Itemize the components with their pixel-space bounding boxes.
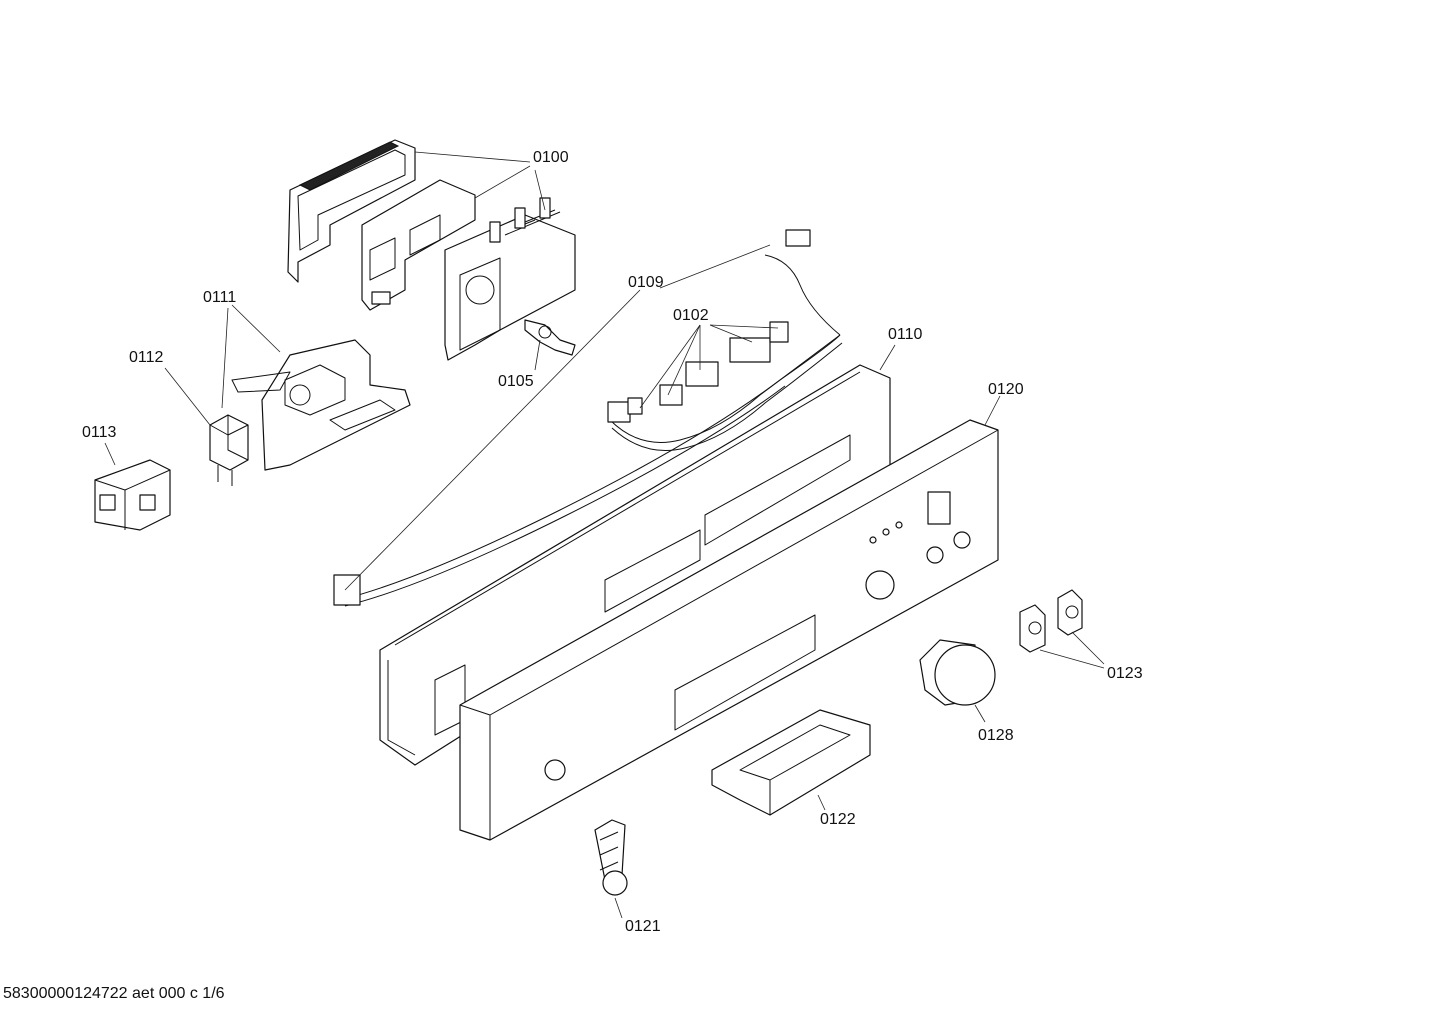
part-0122-tray — [711, 709, 871, 816]
part-0128-knob — [919, 639, 996, 706]
label-0128: 0128 — [978, 727, 1014, 744]
part-0105-plug — [524, 319, 576, 356]
label-0109: 0109 — [628, 274, 664, 291]
label-0105: 0105 — [498, 373, 534, 390]
footer-code: 58300000124722 aet 000 c 1/6 — [3, 985, 225, 1002]
part-0123-clips — [1019, 589, 1083, 653]
part-0109-wire — [333, 229, 841, 607]
label-0110: 0110 — [888, 326, 923, 343]
part-0100-control-module — [287, 139, 576, 361]
part-0121-lever — [594, 819, 628, 896]
part-0113-switch — [94, 459, 171, 531]
leader-lines — [104, 151, 1105, 919]
label-0121: 0121 — [625, 918, 661, 935]
part-0120-front-panel — [459, 419, 999, 841]
part-0111-switch — [231, 339, 411, 471]
label-0111: 0111 — [203, 289, 236, 306]
part-0110-frame — [379, 364, 891, 766]
label-0102: 0102 — [673, 307, 709, 324]
part-0112-relay — [209, 414, 249, 486]
label-0113: 0113 — [82, 424, 117, 441]
label-0122: 0122 — [820, 811, 856, 828]
label-0112: 0112 — [129, 349, 164, 366]
label-0123: 0123 — [1107, 665, 1143, 682]
label-0100: 0100 — [533, 149, 569, 166]
label-0120: 0120 — [988, 381, 1024, 398]
part-0102-harness — [607, 321, 843, 451]
part-labels: 0100 0102 0105 0109 0110 0111 0112 0113 … — [82, 149, 1143, 935]
